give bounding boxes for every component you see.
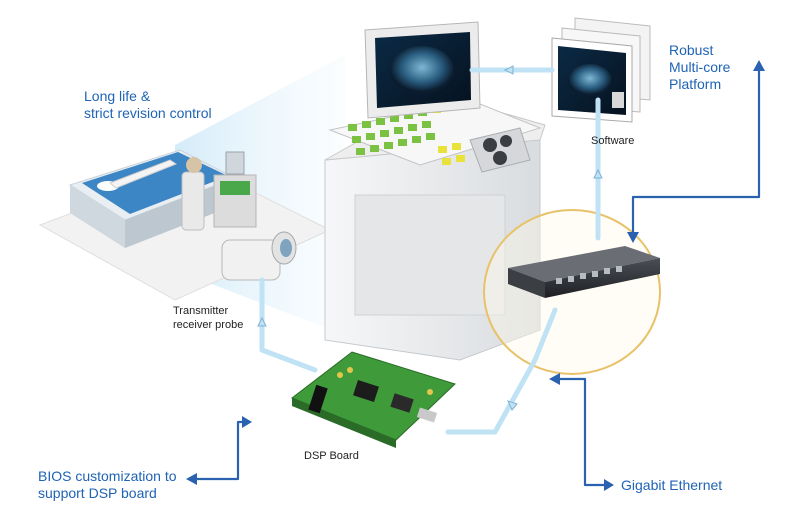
- exam-room-illustration: [38, 149, 332, 301]
- long-life-label: Long life & strict revision control: [84, 88, 212, 121]
- multicore-server: [508, 246, 660, 298]
- console-monitor: [364, 21, 481, 119]
- callout-arrows: [196, 70, 761, 487]
- bios-label: BIOS customization to support DSP board: [38, 468, 177, 501]
- probe-label: Transmitter receiver probe: [173, 305, 244, 331]
- arrow-heads: [186, 60, 765, 491]
- software-screens: [551, 17, 651, 123]
- ultrasound-console: [324, 21, 546, 361]
- dsp-board: [291, 351, 456, 448]
- robust-platform-label: Robust Multi-core Platform: [669, 42, 731, 92]
- gigabit-label: Gigabit Ethernet: [621, 477, 723, 493]
- dsp-board-label: DSP Board: [304, 450, 359, 462]
- trackball-controls: [469, 127, 531, 173]
- probe-device: [221, 231, 297, 281]
- cable-direction-marks: [257, 65, 603, 411]
- software-label: Software: [591, 135, 635, 147]
